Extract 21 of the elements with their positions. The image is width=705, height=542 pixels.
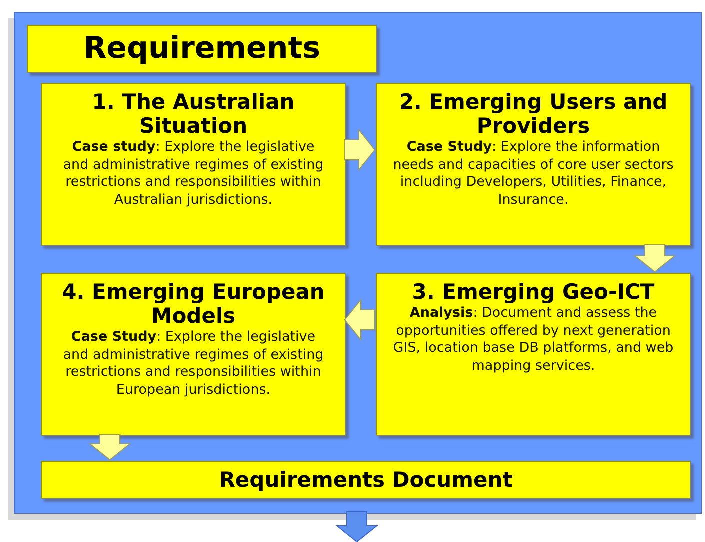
result-box (41, 461, 691, 499)
box-description: Analysis: Document and assess the opportunities offered by next generation GIS, location base DB platforms, and web mapping services. (393, 305, 674, 376)
block-arrow (336, 512, 378, 542)
box-heading: Requirements Document (219, 468, 513, 492)
box-description: Case Study: Explore the legislative and administrative regimes of existing restrictions and responsibilities within European jurisdictions. (62, 329, 325, 400)
step-box (41, 83, 346, 246)
block-arrow (88, 434, 132, 461)
box-description: Case study: Explore the legislative and administrative regimes of existing restrictions and responsibilities within Australian jurisdictions. (62, 139, 325, 210)
step-box (376, 273, 691, 436)
block-arrow (344, 298, 376, 342)
box-heading: 4. Emerging European Models (61, 280, 326, 328)
step-box (376, 83, 691, 246)
step-box (41, 273, 346, 436)
block-arrow (634, 244, 676, 273)
box-heading: 3. Emerging Geo-ICT (412, 280, 655, 304)
block-arrow (344, 128, 376, 172)
box-description: Case Study: Explore the information needs and capacities of core user sectors including Developers, Utilities, Finance, Insurance. (393, 139, 674, 210)
title-box (27, 25, 377, 73)
box-heading: Requirements (84, 32, 320, 66)
box-heading: 2. Emerging Users and Providers (398, 90, 669, 138)
box-heading: 1. The Australian Situation (91, 90, 296, 138)
